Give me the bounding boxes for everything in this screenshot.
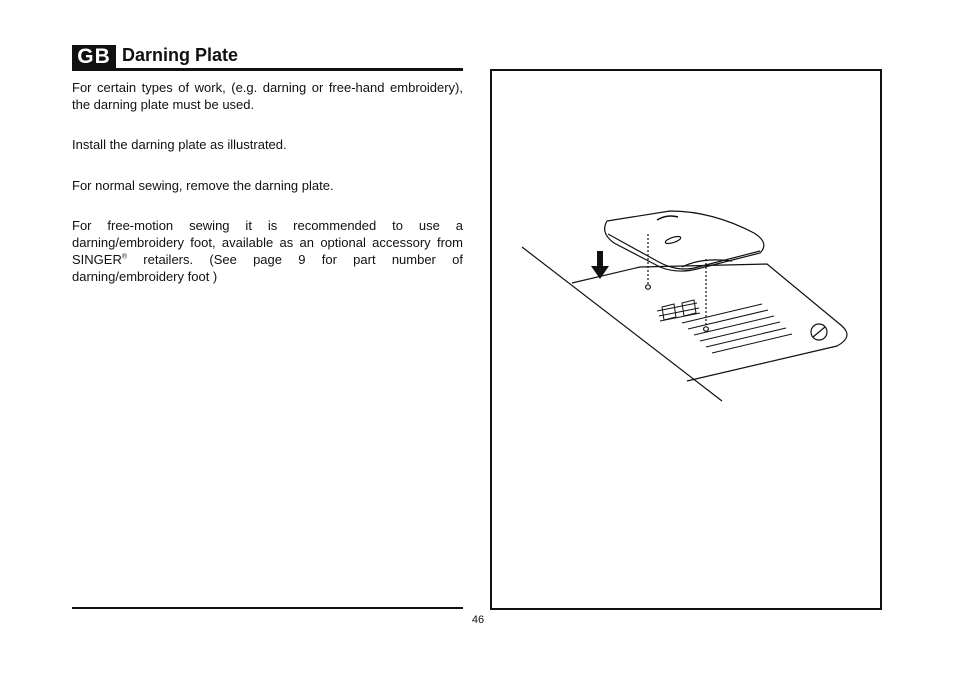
page-number: 46 — [471, 614, 485, 626]
down-arrow-icon — [591, 251, 609, 279]
bottom-divider — [72, 607, 463, 609]
section-header: GB Darning Plate — [72, 44, 463, 71]
illustration-frame — [490, 69, 882, 610]
needle-plate-illustration — [571, 263, 848, 382]
feed-dog-slots — [656, 299, 701, 322]
screw-icon — [810, 323, 828, 341]
page-title: Darning Plate — [122, 45, 239, 65]
seam-guide-lines — [681, 303, 793, 354]
machine-bed-edge — [521, 246, 723, 402]
free-motion-text-end: retailers. (See page 9 for part number o… — [72, 252, 463, 284]
registered-mark: ® — [121, 253, 128, 261]
mounting-hole-right — [703, 326, 710, 332]
paragraph-remove: For normal sewing, remove the darning pl… — [72, 178, 334, 193]
darning-plate-illustration — [604, 210, 765, 272]
free-motion-text-start: For free-motion sewing it is recommended… — [72, 218, 463, 267]
language-badge: GB — [72, 45, 116, 69]
mounting-hole-left — [645, 284, 652, 290]
paragraph-intro: For certain types of work, (e.g. darning… — [72, 80, 463, 112]
paragraph-install: Install the darning plate as illustrated… — [72, 137, 287, 152]
paragraph-free-motion: For free-motion sewing it is recommended… — [72, 217, 463, 285]
darning-plate-figure — [521, 210, 848, 402]
